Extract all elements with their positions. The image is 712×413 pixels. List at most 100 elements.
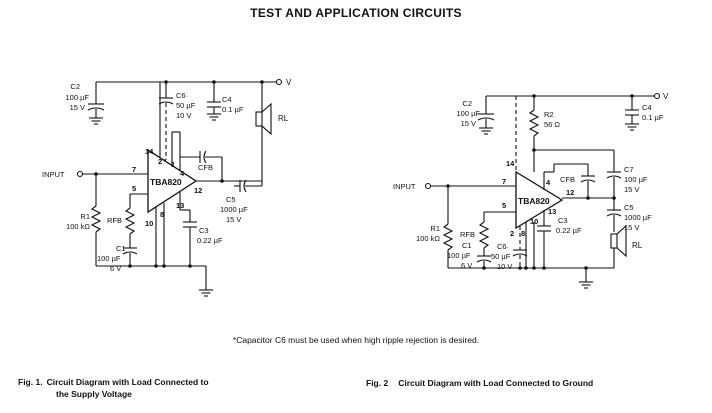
fig1-rfb-label: RFB xyxy=(107,216,122,225)
fig2-cfb-capacitor xyxy=(580,164,596,198)
fig2-input-terminal xyxy=(424,182,432,190)
fig2-r2-resistor xyxy=(528,96,540,172)
fig2-pin-8: 8 xyxy=(521,229,525,238)
fig1-load-label: RL xyxy=(278,114,289,123)
fig1-cfb-capacitor xyxy=(180,150,223,181)
fig1-c5-voltage: 15 V xyxy=(226,215,241,224)
fig2-c4-value: 0.1 µF xyxy=(642,113,664,122)
fig2-r1-resistor xyxy=(442,186,454,268)
fig1-input-label: INPUT xyxy=(42,170,65,179)
fig1-c1-capacitor xyxy=(122,247,138,266)
fig1-caption-number: Fig. 1. xyxy=(18,377,43,387)
fig1-pin-14: 14 xyxy=(145,147,154,156)
fig1-c1-voltage: 6 V xyxy=(110,264,121,273)
fig2-c6-name: C6· xyxy=(497,242,509,251)
fig2-c5-capacitor xyxy=(606,198,622,232)
fig1-c6-name: C6· xyxy=(176,91,188,100)
fig1-c6-capacitor xyxy=(158,82,174,161)
fig2-pin-13: 13 xyxy=(548,207,556,216)
fig2-c2-voltage: 15 V xyxy=(461,119,476,128)
fig1-c2-capacitor xyxy=(87,82,105,125)
fig1-chip-label: TBA820 xyxy=(150,177,182,187)
fig2-c4-capacitor xyxy=(624,96,640,131)
fig1-c1-value: 100 µF xyxy=(97,254,121,263)
fig2-c2-name: C2 xyxy=(462,99,472,108)
fig2-c1-name: C1 xyxy=(462,241,472,250)
fig1-diagram: V C2 100 µF 15 V C6· 50 µF 10 V xyxy=(42,78,292,297)
fig2-r2-name: R2 xyxy=(544,110,554,119)
fig2-caption-text: Circuit Diagram with Load Connected to G… xyxy=(398,378,594,388)
fig1-r1-value: 100 kΩ xyxy=(66,222,90,231)
fig2-pin-4: 4 xyxy=(546,178,551,187)
fig2-c7-capacitor xyxy=(606,150,622,198)
fig1-c2-value: 100 µF xyxy=(66,93,90,102)
fig1-caption-line1: Circuit Diagram with Load Connected to xyxy=(46,377,209,387)
fig2-r1-name: R1 xyxy=(430,224,440,233)
fig2-pin-14: 14 xyxy=(506,159,515,168)
fig1-load-speaker xyxy=(255,82,272,186)
fig2-rfb-label: RFB xyxy=(460,230,475,239)
fig2-c7-name: C7 xyxy=(624,165,634,174)
fig1-supply-label: V xyxy=(286,78,292,87)
fig2-cfb-label: CFB xyxy=(560,175,575,184)
fig2-load-label: RL xyxy=(632,241,643,250)
fig1-pin-5: 5 xyxy=(132,184,136,193)
fig2-r1-value: 100 kΩ xyxy=(416,234,440,243)
fig2-input-label: INPUT xyxy=(393,182,416,191)
fig2-c3-name: C3 xyxy=(558,216,568,225)
fig1-input-terminal xyxy=(76,170,84,178)
fig1-c5-name: C5 xyxy=(226,195,236,204)
fig2-tba820-amplifier xyxy=(515,170,564,230)
fig2-pin-2: 2 xyxy=(510,229,514,238)
fig1-c4-value: 0.1 µF xyxy=(222,105,244,114)
fig1-pin-2: 2 xyxy=(158,157,162,166)
fig1-pin-10: 10 xyxy=(145,219,153,228)
fig2-c5-voltage: 15 V xyxy=(624,223,639,232)
fig2-c2-capacitor xyxy=(477,96,495,135)
fig1-pin-13: 13 xyxy=(176,201,184,210)
fig1-c1-name: C1 xyxy=(116,244,126,253)
fig2-chip-label: TBA820 xyxy=(518,196,550,206)
fig1-caption: Fig. 1.Circuit Diagram with Load Connect… xyxy=(18,376,209,400)
fig1-c5-capacitor xyxy=(234,179,262,193)
fig2-caption: Fig. 2 Circuit Diagram with Load Connecte… xyxy=(366,378,593,388)
page-title: TEST AND APPLICATION CIRCUITS xyxy=(250,6,462,20)
fig1-pin-8: 8 xyxy=(160,210,164,219)
fig1-c2-name: C2 xyxy=(70,82,80,91)
fig2-supply-terminal xyxy=(653,92,661,100)
fig2-c5-value: 1000 µF xyxy=(624,213,652,222)
fig1-c3-name: C3 xyxy=(199,226,209,235)
fig2-c6-capacitor xyxy=(512,249,528,268)
fig2-c4-name: C4 xyxy=(642,103,652,112)
fig2-pin-5: 5 xyxy=(502,201,506,210)
fig1-r1-name: R1 xyxy=(80,212,90,221)
fig2-c5-name: C5 xyxy=(624,203,634,212)
fig1-pin-4: 4 xyxy=(180,169,185,178)
fig2-c1-voltage: 6 V xyxy=(461,261,472,270)
fig1-rfb-resistor xyxy=(124,207,136,248)
fig2-c7-voltage: 15 V xyxy=(624,185,639,194)
fig1-cfb-label: CFB xyxy=(198,163,213,172)
fig2-supply-label: V xyxy=(663,92,669,101)
fig2-c6-voltage: 10 V xyxy=(497,262,512,271)
fig2-rfb-resistor xyxy=(478,221,490,256)
fig2-c3-capacitor xyxy=(537,218,551,268)
fig1-pin-12: 12 xyxy=(194,186,202,195)
fig2-diagram: V C2 100 µF 15 V R2 56 Ω xyxy=(393,92,669,289)
fig2-pin-7: 7 xyxy=(502,177,506,186)
fig1-c2-voltage: 15 V xyxy=(70,103,85,112)
fig2-c3-value: 0.22 µF xyxy=(556,226,582,235)
fig1-c4-name: C4 xyxy=(222,95,232,104)
fig2-pin-10: 10 xyxy=(530,217,538,226)
fig2-c2-value: 100 µF xyxy=(457,109,481,118)
fig1-c4-capacitor xyxy=(206,82,222,121)
fig2-load-speaker xyxy=(610,224,627,268)
fig1-c5-value: 1000 µF xyxy=(220,205,248,214)
fig2-c6-value: 50 µF xyxy=(491,252,511,261)
fig1-c6-value: 50 µF xyxy=(176,101,196,110)
fig2-caption-number: Fig. 2 xyxy=(366,378,389,388)
fig2-pin-12: 12 xyxy=(566,188,574,197)
fig1-c3-capacitor xyxy=(183,210,197,266)
fig2-r2-value: 56 Ω xyxy=(544,120,560,129)
fig1-r1-resistor xyxy=(90,174,102,266)
